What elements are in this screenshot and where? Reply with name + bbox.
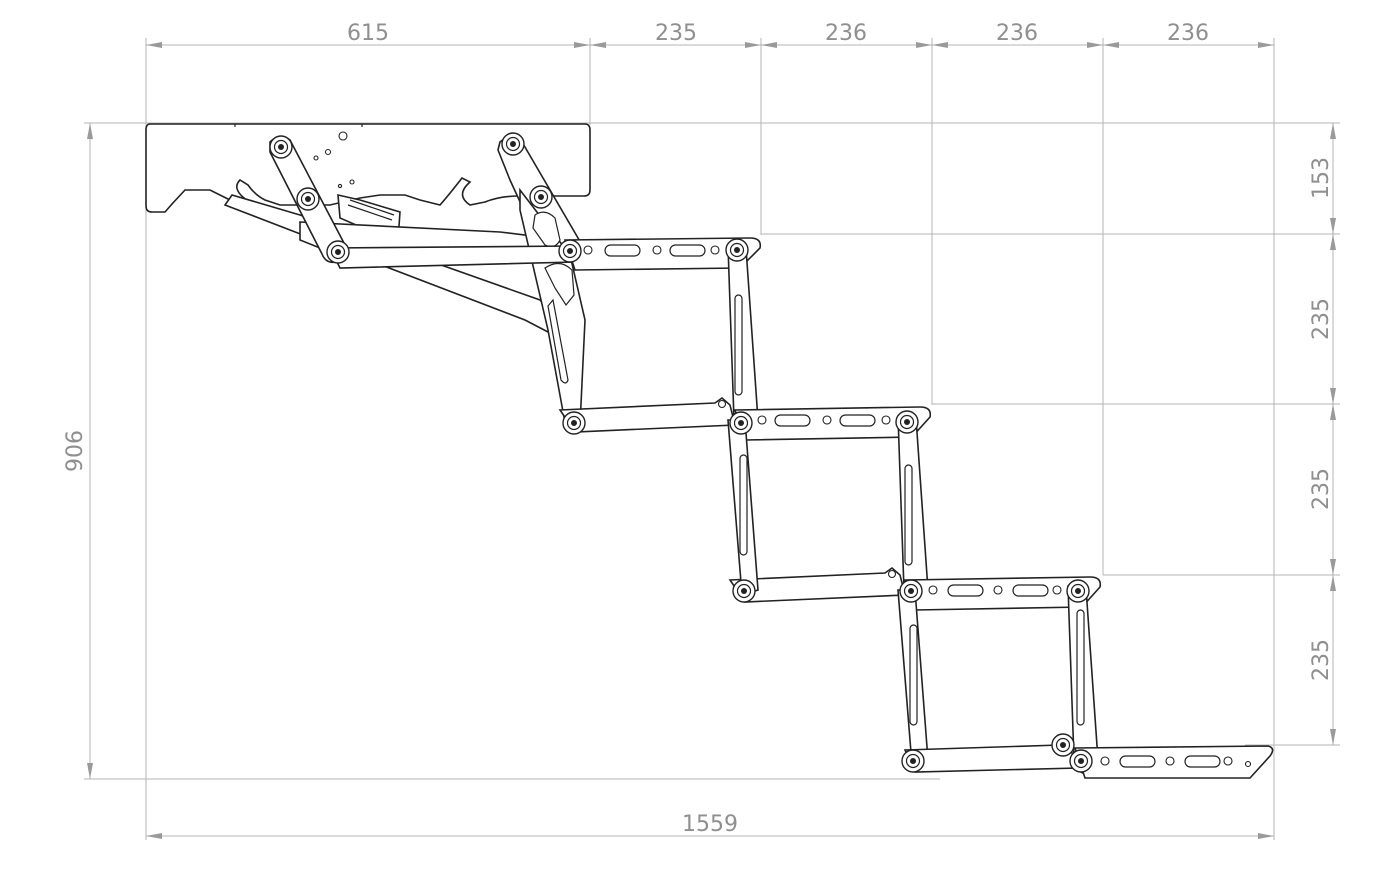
top-dim-1: 615 [347, 21, 389, 46]
right-dim-4: 235 [1309, 639, 1334, 681]
pivot-bolt [558, 239, 582, 263]
right-dim-3: 235 [1309, 468, 1334, 510]
pivot-bolt [1066, 579, 1090, 603]
total-width-dim: 1559 [682, 812, 738, 837]
pivot-bolt [1051, 733, 1075, 757]
step-2 [733, 406, 932, 441]
step-1 [563, 237, 762, 271]
pivot-bolt [326, 240, 350, 264]
top-dim-5: 236 [1167, 21, 1209, 46]
pivot-bolt [1069, 749, 1093, 773]
pivot-bolt [895, 410, 919, 434]
step-3 [903, 576, 1102, 611]
housing [145, 123, 591, 213]
pivot-bolt [725, 238, 749, 262]
top-dim-3: 236 [825, 21, 867, 46]
pivot-bolt [901, 749, 925, 773]
pivot-bolt [296, 187, 320, 211]
dimension-arrows [87, 42, 1336, 839]
dimension-labels: 615 235 236 236 236 153 235 235 235 906 … [63, 21, 1334, 837]
right-dim-1: 153 [1309, 157, 1334, 199]
pivot-bolt [732, 579, 756, 603]
pivot-bolt [729, 411, 753, 435]
top-dim-4: 236 [996, 21, 1038, 46]
right-dim-2: 235 [1309, 298, 1334, 340]
pivot-bolt [269, 135, 293, 159]
pivot-bolt [529, 185, 553, 209]
top-dim-2: 235 [655, 21, 697, 46]
pivot-bolt [562, 411, 586, 435]
step-4 [1073, 745, 1274, 779]
pivot-bolts [269, 132, 1093, 773]
riser-2 [727, 410, 929, 605]
pivot-bolt [899, 579, 923, 603]
total-height-dim: 906 [63, 430, 88, 472]
pivot-bolt [501, 132, 525, 156]
